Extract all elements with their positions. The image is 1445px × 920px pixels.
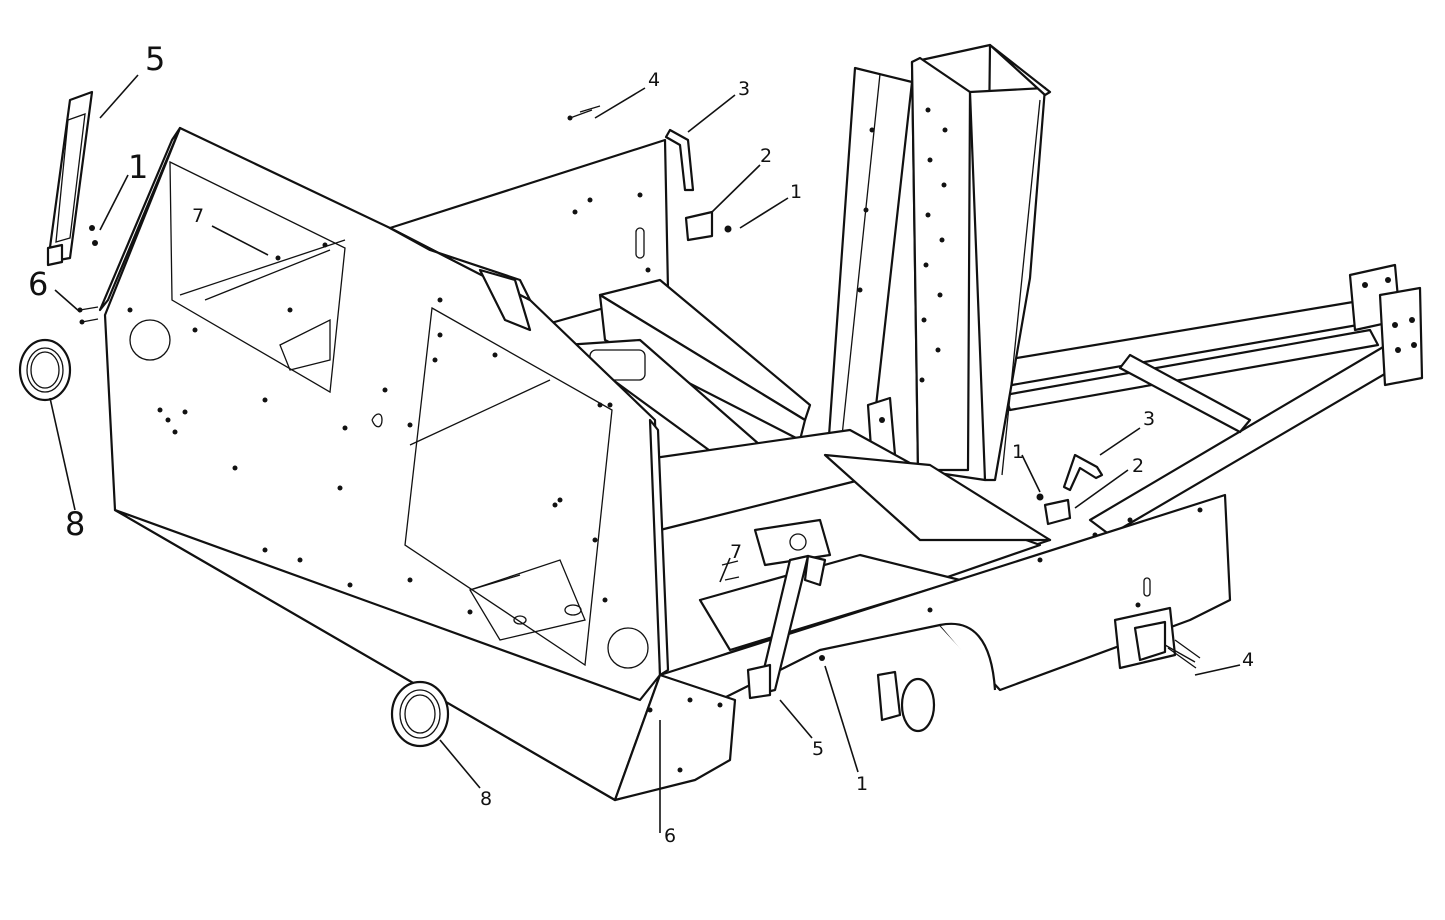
towing-arms bbox=[1003, 263, 1424, 537]
part-1-nut-top bbox=[724, 225, 732, 233]
part-5-bracket-bottom bbox=[756, 554, 810, 696]
callout-2-right: 2 bbox=[1132, 455, 1144, 477]
part-6-screws-left bbox=[79, 306, 99, 323]
callout-4-right: 4 bbox=[1242, 649, 1254, 671]
callout-2-top: 2 bbox=[760, 145, 772, 167]
callout-1-top: 1 bbox=[790, 181, 802, 203]
upright-channels bbox=[826, 43, 1052, 482]
callout-6-bottom: 6 bbox=[664, 825, 676, 847]
part-2-clip-right bbox=[1043, 498, 1072, 526]
callout-5-bottom: 5 bbox=[812, 738, 824, 760]
callout-8-left: 8 bbox=[65, 505, 85, 543]
exploded-parts bbox=[18, 90, 1201, 748]
main-box-floor bbox=[638, 428, 1052, 677]
callout-1-bottom: 1 bbox=[856, 773, 868, 795]
part-1-nut-right bbox=[1036, 493, 1044, 501]
callout-3-top: 3 bbox=[738, 78, 750, 100]
callout-4-top: 4 bbox=[648, 69, 660, 91]
callout-8-bottom: 8 bbox=[480, 788, 492, 810]
part-2-clip-top bbox=[684, 210, 714, 242]
part-3-pin-top bbox=[664, 128, 695, 192]
part-1-nut-left bbox=[89, 225, 95, 231]
part-4-bolts-right bbox=[1167, 639, 1201, 669]
leader-lines bbox=[49, 74, 1241, 833]
part-4-bolts-top bbox=[569, 105, 601, 119]
front-lower-plate bbox=[113, 508, 737, 802]
callout-1-right: 1 bbox=[1012, 441, 1024, 463]
callout-labels: 5 1 6 8 7 4 3 2 1 3 1 2 7 4 8 6 5 1 bbox=[28, 40, 1254, 847]
callout-7-mid: 7 bbox=[730, 541, 742, 563]
part-5-bracket-left bbox=[46, 90, 94, 264]
callout-6-left: 6 bbox=[28, 265, 48, 303]
part-7-screws-mid bbox=[721, 560, 740, 581]
callout-5-top: 5 bbox=[145, 40, 165, 78]
callout-7-window: 7 bbox=[192, 205, 204, 227]
cab-left-panel bbox=[98, 126, 670, 802]
callout-3-right: 3 bbox=[1143, 408, 1155, 430]
part-8-ring-bottom bbox=[390, 680, 450, 748]
callout-1-left: 1 bbox=[128, 148, 148, 186]
part-3-pin-right bbox=[1062, 453, 1104, 492]
